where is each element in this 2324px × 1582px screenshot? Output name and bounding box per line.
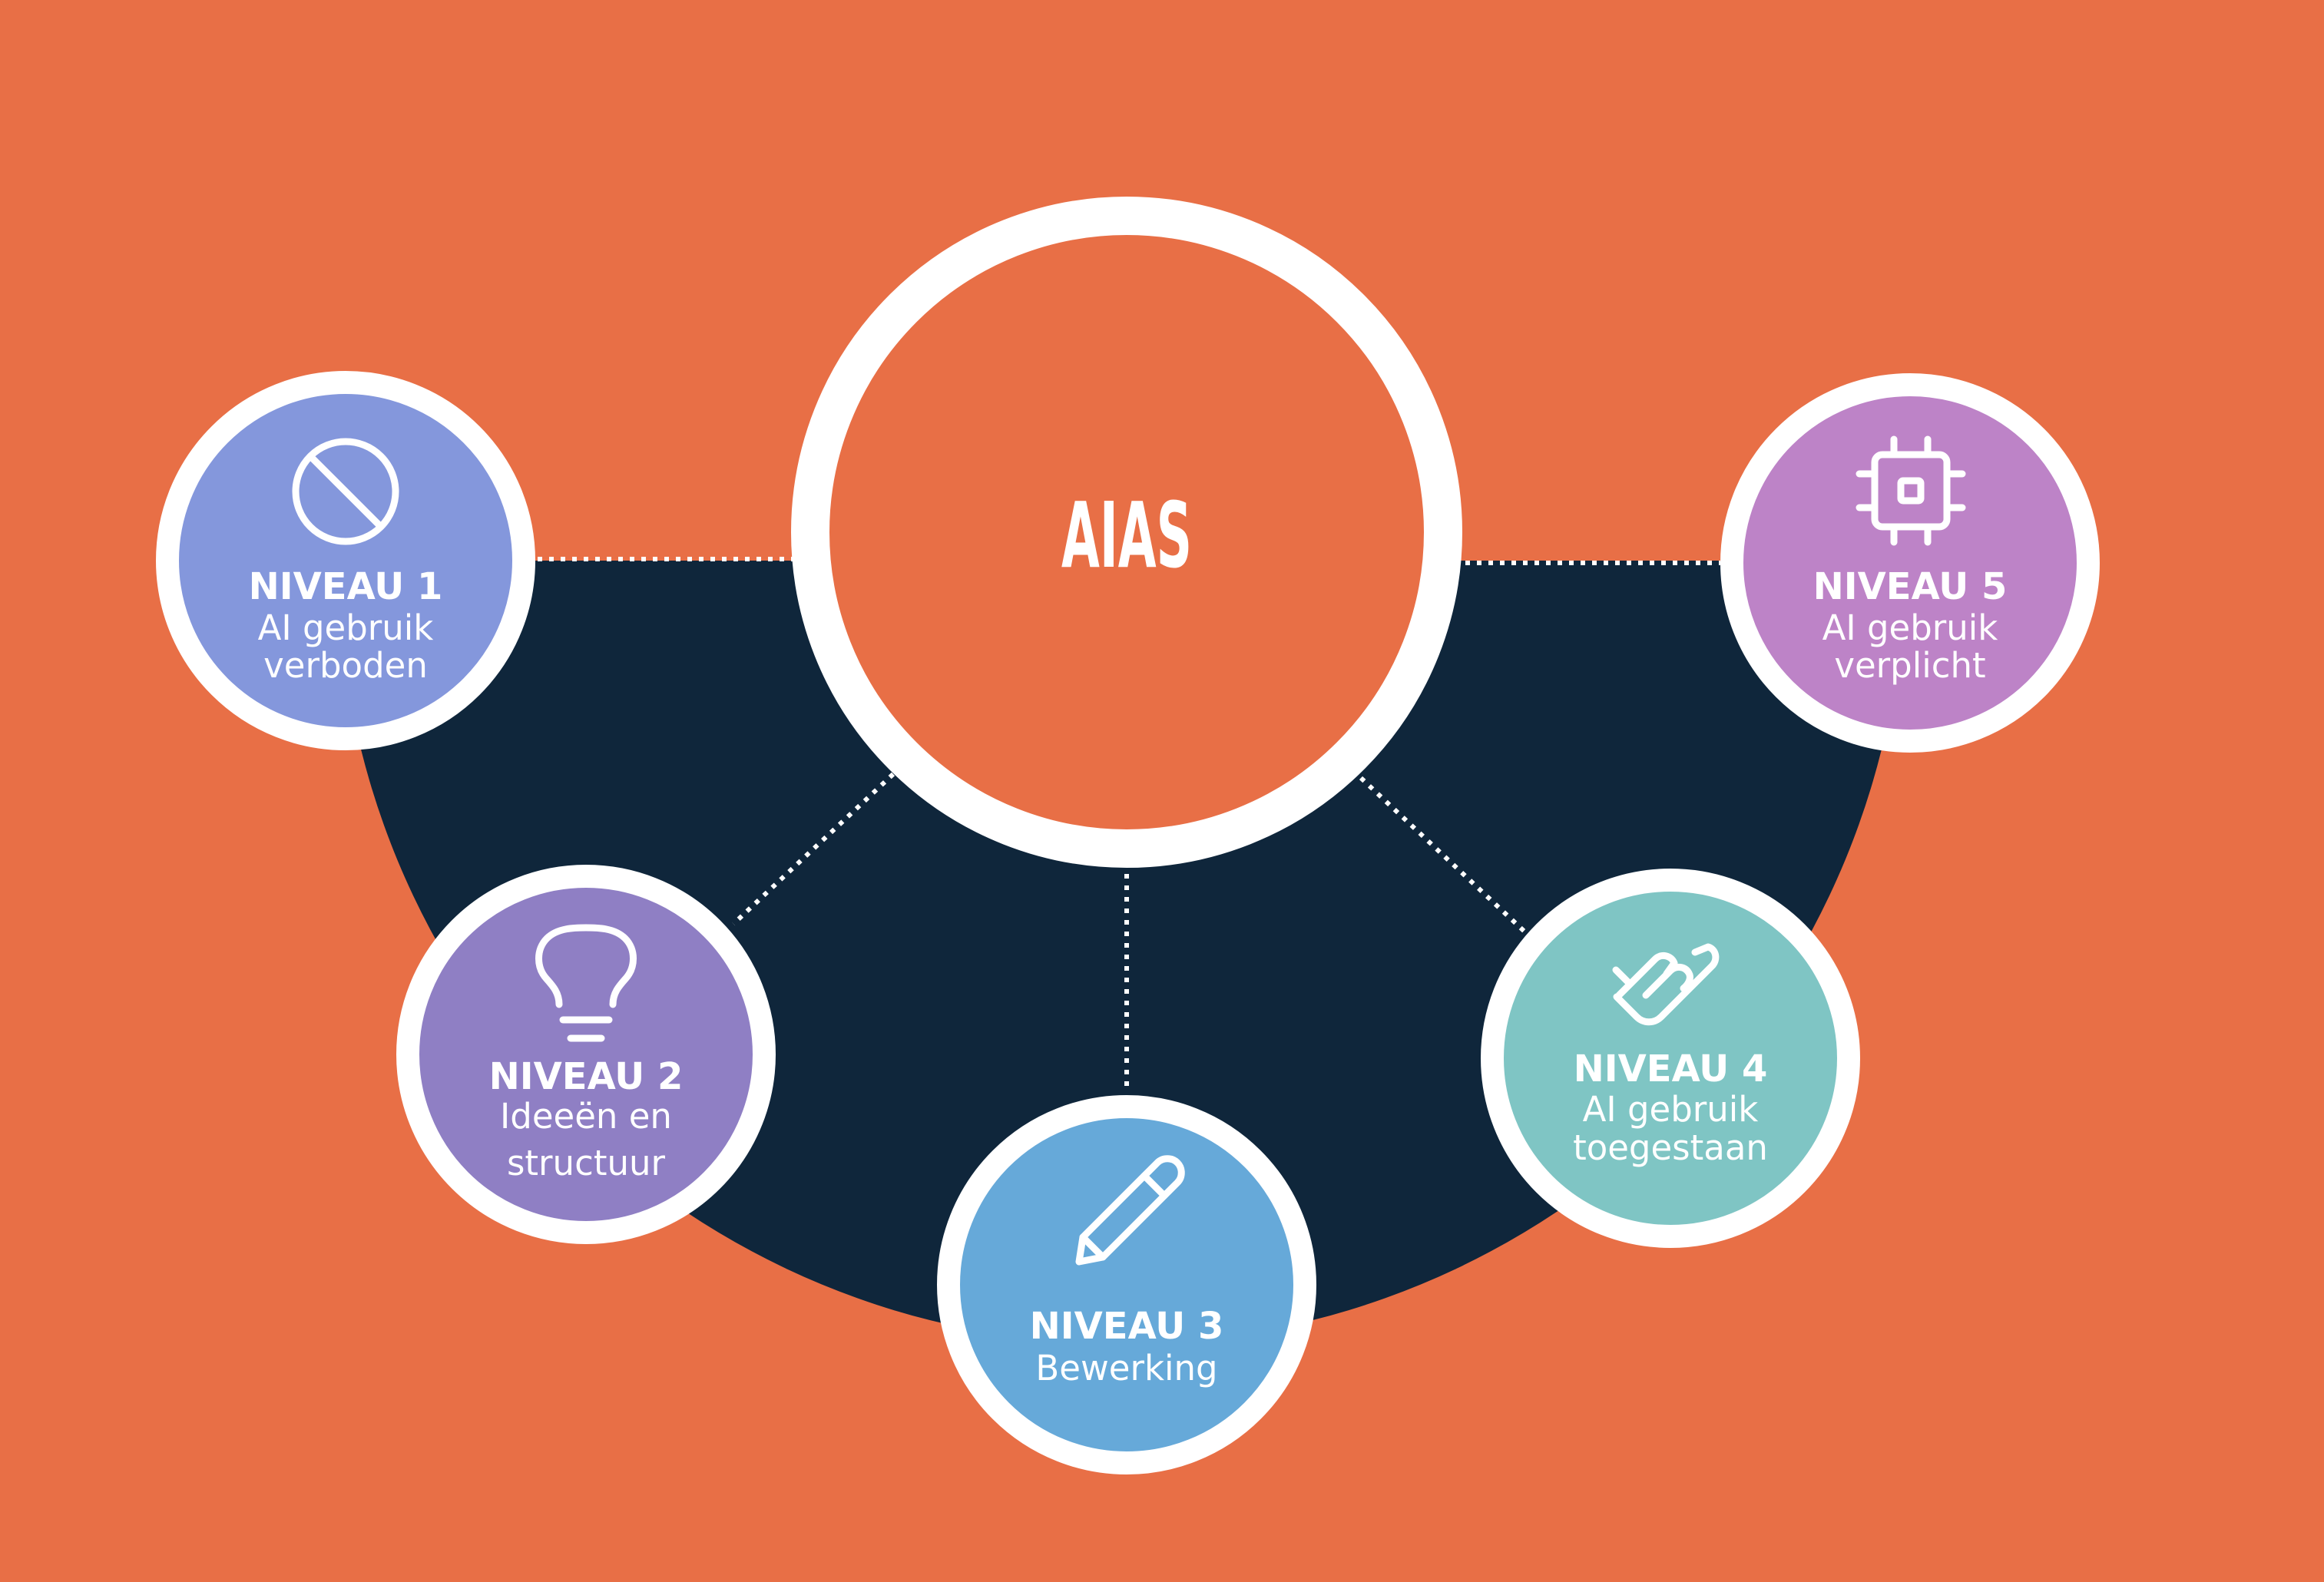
chip-icon	[1856, 435, 1966, 546]
level-5-title: NIVEAU 5	[1813, 565, 2008, 608]
level-1-ring	[156, 371, 535, 750]
level-4-line-2: toegestaan	[1573, 1127, 1768, 1168]
level-5-node: NIVEAU 5 AI gebruik verplicht	[1720, 373, 2100, 753]
level-3-circle	[948, 1107, 1305, 1463]
center-ring	[791, 197, 1462, 868]
connector-level-4	[1359, 776, 1527, 934]
level-4-title: NIVEAU 4	[1574, 1047, 1768, 1091]
level-2-line-2: structuur	[507, 1143, 666, 1183]
level-2-node: NIVEAU 2 Ideeën en structuur	[396, 865, 776, 1244]
level-1-title: NIVEAU 1	[249, 565, 443, 608]
level-1-node: NIVEAU 1 AI gebruik verboden	[156, 371, 535, 750]
level-5-line-2: verplicht	[1834, 645, 1985, 686]
level-1-line-2: verboden	[263, 645, 428, 686]
level-5-ring	[1720, 373, 2100, 753]
level-1-circle	[167, 382, 524, 739]
level-2-circle	[408, 876, 764, 1233]
level-2-line-1: Ideeën en	[500, 1096, 672, 1137]
level-5-line-1: AI gebruik	[1822, 607, 1998, 648]
connector-level-2	[731, 772, 896, 926]
level-1-line-1: AI gebruik	[258, 607, 434, 648]
level-5-circle	[1732, 385, 2088, 741]
level-3-node: NIVEAU 3 Bewerking	[937, 1095, 1316, 1474]
level-3-ring	[937, 1095, 1316, 1474]
level-3-line-1: Bewerking	[1035, 1348, 1217, 1388]
level-4-ring	[1481, 869, 1860, 1248]
handshake-icon	[1612, 943, 1720, 1026]
level-4-circle	[1492, 880, 1849, 1236]
connectors	[538, 557, 1720, 1089]
pencil-icon	[1075, 1155, 1185, 1266]
level-3-title: NIVEAU 3	[1030, 1305, 1224, 1348]
level-4-node: NIVEAU 4 AI gebruik toegestaan	[1481, 869, 1860, 1248]
center-circle	[810, 216, 1443, 849]
lightbulb-icon	[535, 924, 637, 1042]
center-label: AIAS	[1061, 482, 1192, 588]
level-2-title: NIVEAU 2	[489, 1055, 684, 1098]
level-2-ring	[396, 865, 776, 1244]
prohibited-icon	[292, 438, 399, 545]
center-node: AIAS	[791, 197, 1462, 868]
level-4-line-1: AI gebruik	[1583, 1089, 1759, 1130]
